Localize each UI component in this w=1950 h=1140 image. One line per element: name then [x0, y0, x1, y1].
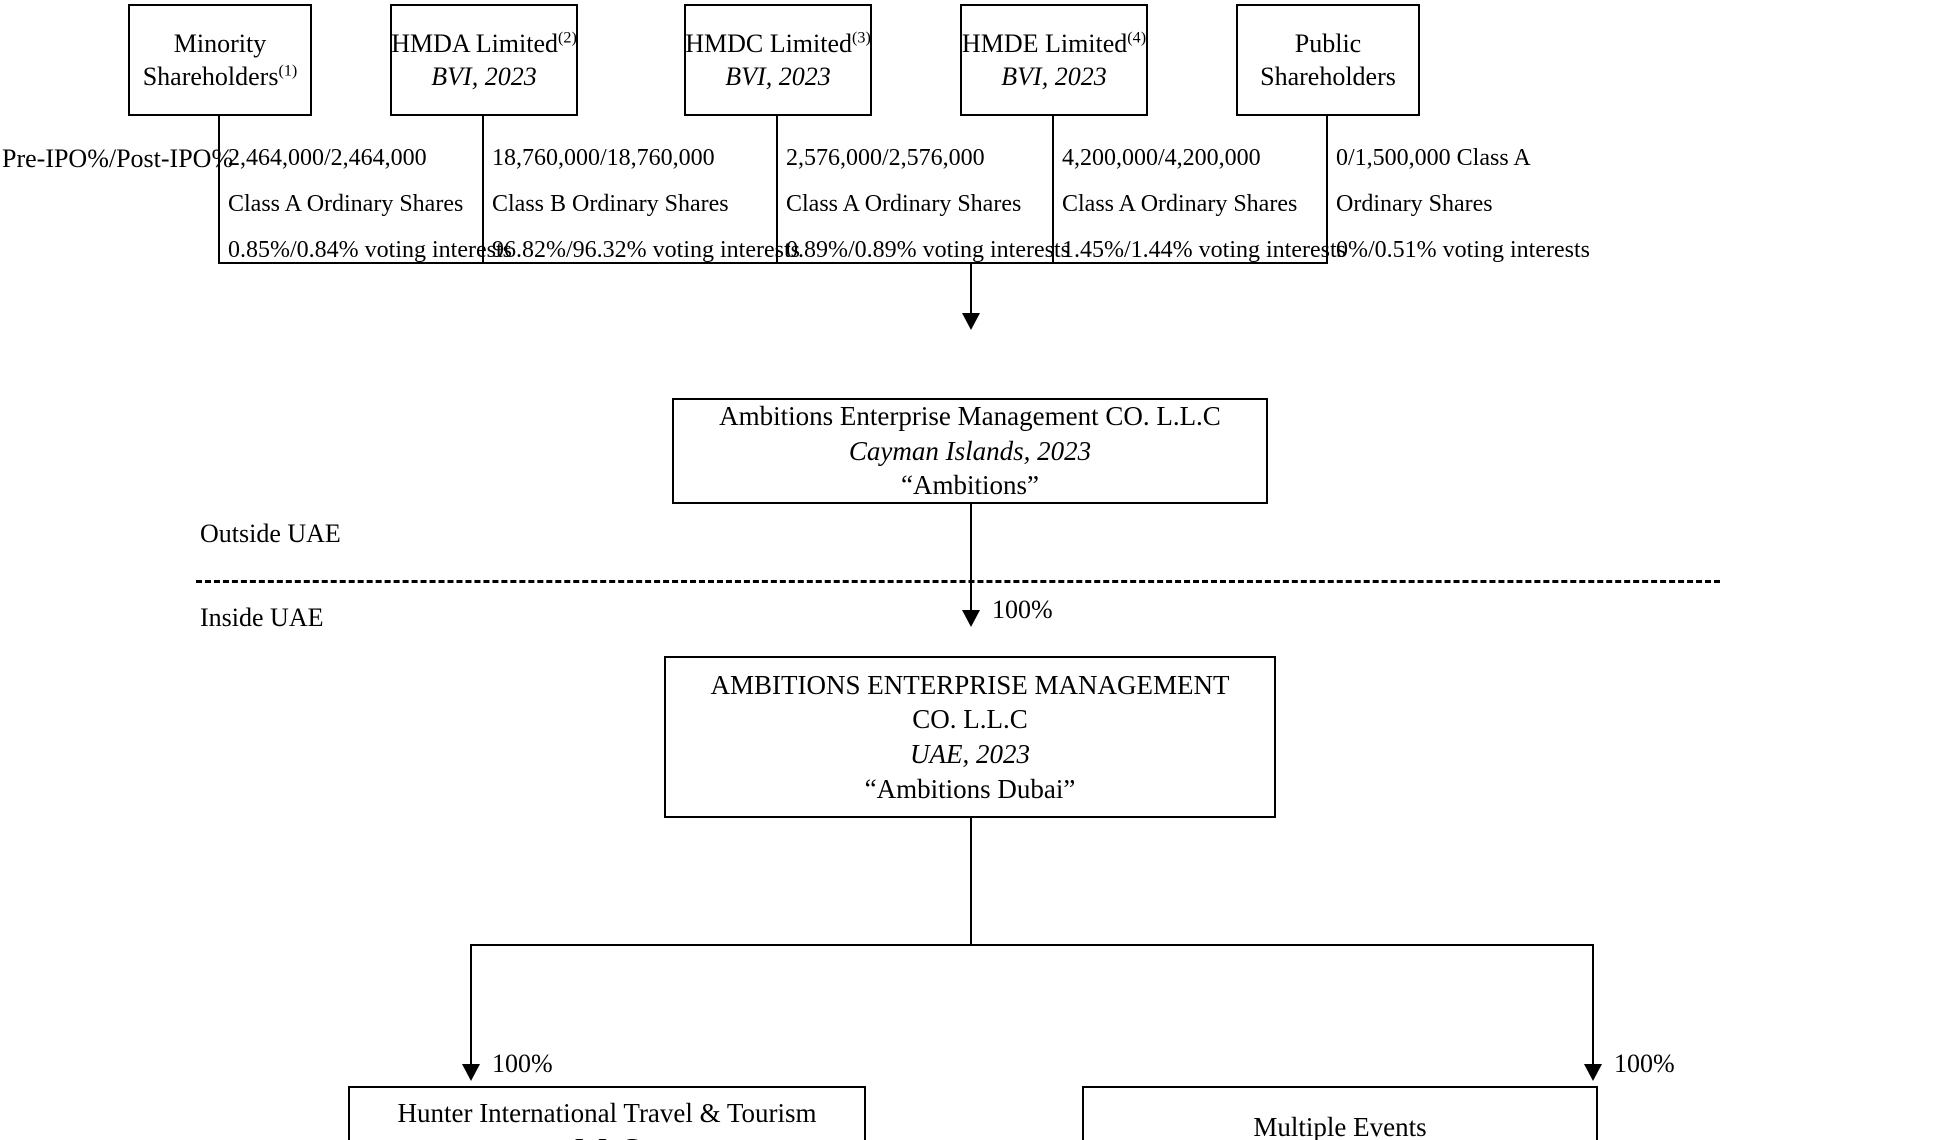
- label-inside-uae: Inside UAE: [200, 603, 324, 632]
- shareholder-detail-minority: 2,464,000/2,464,000 Class A Ordinary Sha…: [218, 145, 512, 263]
- detail-share-class: Class B Ordinary Shares: [492, 191, 729, 217]
- shareholder-box-minority[interactable]: Minority Shareholders(1): [128, 4, 312, 116]
- shareholder-name-line2: Shareholders: [1260, 62, 1396, 91]
- ownership-label-multiple: 100%: [1614, 1049, 1675, 1078]
- entity-short-name: “Ambitions”: [901, 470, 1039, 501]
- footnote-marker-3: (3): [852, 29, 871, 47]
- shareholder-box-hmdc[interactable]: HMDC Limited(3) BVI, 2023: [684, 4, 872, 116]
- shareholder-box-hmde[interactable]: HMDE Limited(4) BVI, 2023: [960, 4, 1148, 116]
- detail-voting: 1.45%/1.44% voting interests: [1062, 237, 1346, 263]
- shareholder-box-hmda[interactable]: HMDA Limited(2) BVI, 2023: [390, 4, 578, 116]
- footnote-marker-4: (4): [1127, 29, 1147, 47]
- detail-voting: 0%/0.51% voting interests: [1336, 237, 1590, 263]
- shareholder-jurisdiction: BVI, 2023: [1001, 62, 1107, 91]
- arrowhead-to-ambitions: [962, 313, 980, 330]
- arrowhead-to-ambitions-dubai: [962, 610, 980, 627]
- shareholder-name-line1: HMDE Limited(4): [961, 28, 1147, 58]
- connector-to-hunter: [470, 944, 472, 1069]
- connector-to-multiple: [1592, 944, 1594, 1069]
- entity-name-line2: CO. L.L.C: [912, 704, 1028, 735]
- divider-col-3: [776, 116, 778, 262]
- detail-shares: 18,760,000/18,760,000: [492, 145, 715, 171]
- label-outside-uae: Outside UAE: [200, 519, 341, 548]
- detail-shares: 0/1,500,000 Class A: [1336, 145, 1531, 171]
- shareholder-jurisdiction: BVI, 2023: [725, 62, 831, 91]
- detail-share-class: Class A Ordinary Shares: [786, 191, 1022, 217]
- shareholder-jurisdiction: BVI, 2023: [431, 62, 537, 91]
- detail-share-class: Class A Ordinary Shares: [228, 191, 464, 217]
- shareholder-table-bottom-rail: [218, 262, 1328, 264]
- shareholder-detail-hmda: 18,760,000/18,760,000 Class B Ordinary S…: [482, 145, 800, 263]
- connector-rail-to-ambitions: [970, 262, 972, 319]
- entity-jurisdiction: UAE, 2023: [910, 739, 1030, 769]
- shareholder-name-line1: Minority: [173, 28, 267, 58]
- divider-col-2: [482, 116, 484, 262]
- arrowhead-to-hunter: [462, 1064, 480, 1081]
- shareholder-name-line1: HMDC Limited(3): [685, 28, 871, 58]
- shareholder-detail-public: 0/1,500,000 Class A Ordinary Shares 0%/0…: [1326, 146, 1616, 262]
- entity-name: Ambitions Enterprise Management CO. L.L.…: [719, 401, 1221, 432]
- entity-short-name: “Ambitions Dubai”: [864, 773, 1076, 804]
- detail-shares: 2,576,000/2,576,000: [786, 145, 985, 171]
- entity-name-line1: AMBITIONS ENTERPRISE MANAGEMENT: [710, 669, 1230, 700]
- shareholder-name-line1: Public: [1294, 28, 1362, 58]
- footnote-marker-1: (1): [278, 62, 298, 80]
- shareholder-name-line1: HMDA Limited(2): [391, 28, 577, 58]
- shareholder-detail-hmdc: 2,576,000/2,576,000 Class A Ordinary Sha…: [776, 145, 1070, 263]
- detail-voting: 96.82%/96.32% voting interests: [492, 237, 800, 263]
- entity-name-line1: Multiple Events: [1253, 1112, 1427, 1140]
- connector-subsidiary-bus: [470, 944, 1592, 946]
- entity-box-ambitions-dubai[interactable]: AMBITIONS ENTERPRISE MANAGEMENT CO. L.L.…: [664, 656, 1276, 818]
- arrowhead-to-multiple: [1584, 1064, 1602, 1081]
- footnote-marker-2: (2): [558, 29, 577, 47]
- ownership-label-hunter: 100%: [492, 1049, 553, 1078]
- entity-name-line1: Hunter International Travel & Tourism: [397, 1098, 817, 1128]
- shareholder-box-public[interactable]: Public Shareholders: [1236, 4, 1420, 116]
- detail-shares: 2,464,000/2,464,000: [228, 145, 427, 171]
- connector-ambitions-to-dubai: [970, 504, 972, 615]
- shareholder-name-line2: Shareholders(1): [142, 62, 298, 91]
- detail-voting: 0.89%/0.89% voting interests: [786, 237, 1070, 263]
- connector-dubai-stem: [970, 818, 972, 944]
- entity-box-ambitions-cayman[interactable]: Ambitions Enterprise Management CO. L.L.…: [672, 398, 1268, 504]
- divider-col-1: [218, 116, 220, 262]
- entity-box-multiple-dubai[interactable]: Multiple Events UAE, 2008 “Multiple Duba…: [1082, 1086, 1598, 1140]
- detail-voting: 0.85%/0.84% voting interests: [228, 237, 512, 263]
- uae-border-dashed-line: [196, 580, 1720, 583]
- entity-box-hunter-dubai[interactable]: Hunter International Travel & Tourism L.…: [348, 1086, 866, 1140]
- divider-col-4: [1052, 116, 1054, 262]
- shareholder-detail-hmde: 4,200,000/4,200,000 Class A Ordinary Sha…: [1052, 145, 1346, 263]
- detail-shares: 4,200,000/4,200,000: [1062, 145, 1261, 171]
- entity-jurisdiction: Cayman Islands, 2023: [848, 435, 1092, 466]
- detail-share-class: Class A Ordinary Shares: [1062, 191, 1298, 217]
- divider-col-5: [1326, 116, 1328, 262]
- ownership-label-ambitions-dubai: 100%: [992, 595, 1053, 624]
- entity-name-line2: L.L.C: [575, 1131, 640, 1140]
- pre-post-ipo-label: Pre-IPO%/Post-IPO%: [2, 144, 234, 173]
- detail-share-class: Ordinary Shares: [1336, 191, 1493, 217]
